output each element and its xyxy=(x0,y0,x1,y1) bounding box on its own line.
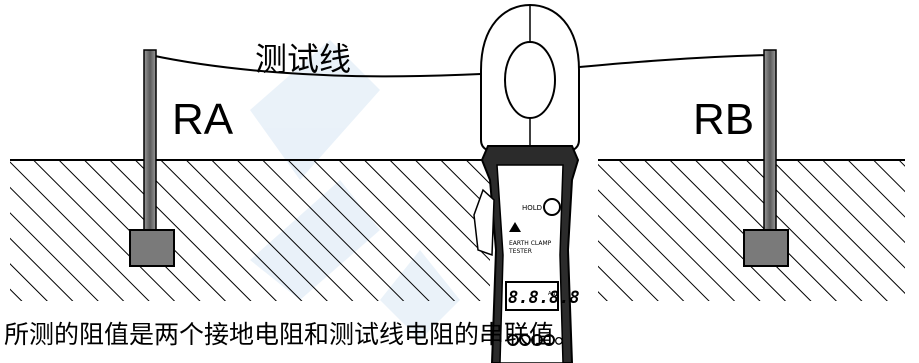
hold-button-label: HOLD xyxy=(522,204,542,212)
electrode-rb xyxy=(743,49,789,267)
function-button-1[interactable] xyxy=(507,334,519,346)
caption: 所测的阻值是两个接地电阻和测试线电阻的串联值。 xyxy=(4,320,579,349)
warning-icon xyxy=(509,222,521,232)
lcd-display xyxy=(505,281,559,311)
ra-label: RA xyxy=(172,95,234,144)
earth-left xyxy=(10,159,490,301)
function-button-2[interactable] xyxy=(519,334,531,346)
clamp-tester: HOLD EARTH CLAMP TESTER 8.8.8.8 AΩ xyxy=(473,3,580,363)
lcd-digits: 8.8.8.8 xyxy=(508,288,580,308)
model-line-1: EARTH CLAMP xyxy=(509,240,552,247)
model-line-2: TESTER xyxy=(508,248,532,255)
test-wire xyxy=(149,54,771,78)
hold-button[interactable] xyxy=(543,198,561,216)
function-buttons xyxy=(507,334,555,346)
rb-label: RB xyxy=(693,95,754,144)
electrode-ra xyxy=(129,49,175,267)
lcd-unit: AΩ xyxy=(548,291,555,297)
function-button-3[interactable] xyxy=(531,334,543,346)
test-wire-label: 测试线 xyxy=(255,40,351,78)
function-button-4[interactable] xyxy=(543,334,555,346)
